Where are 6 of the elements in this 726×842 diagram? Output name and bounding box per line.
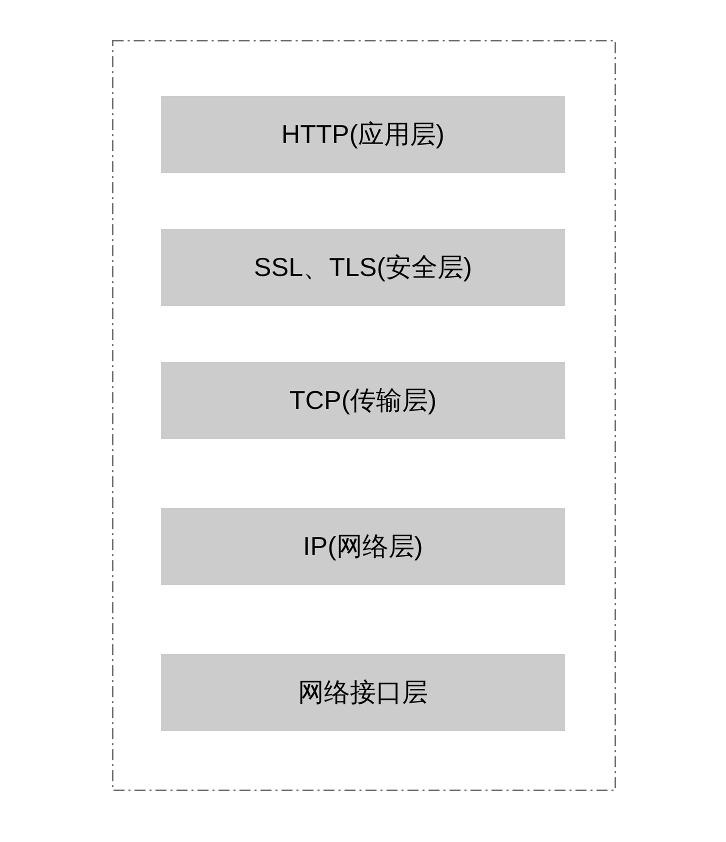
layer-box: 网络接口层 [161, 654, 565, 731]
layer-box: TCP(传输层) [161, 362, 565, 439]
layer-box: IP(网络层) [161, 508, 565, 585]
layer-box: HTTP(应用层) [161, 96, 565, 173]
dashed-frame [112, 40, 616, 791]
layer-box: SSL、TLS(安全层) [161, 229, 565, 306]
